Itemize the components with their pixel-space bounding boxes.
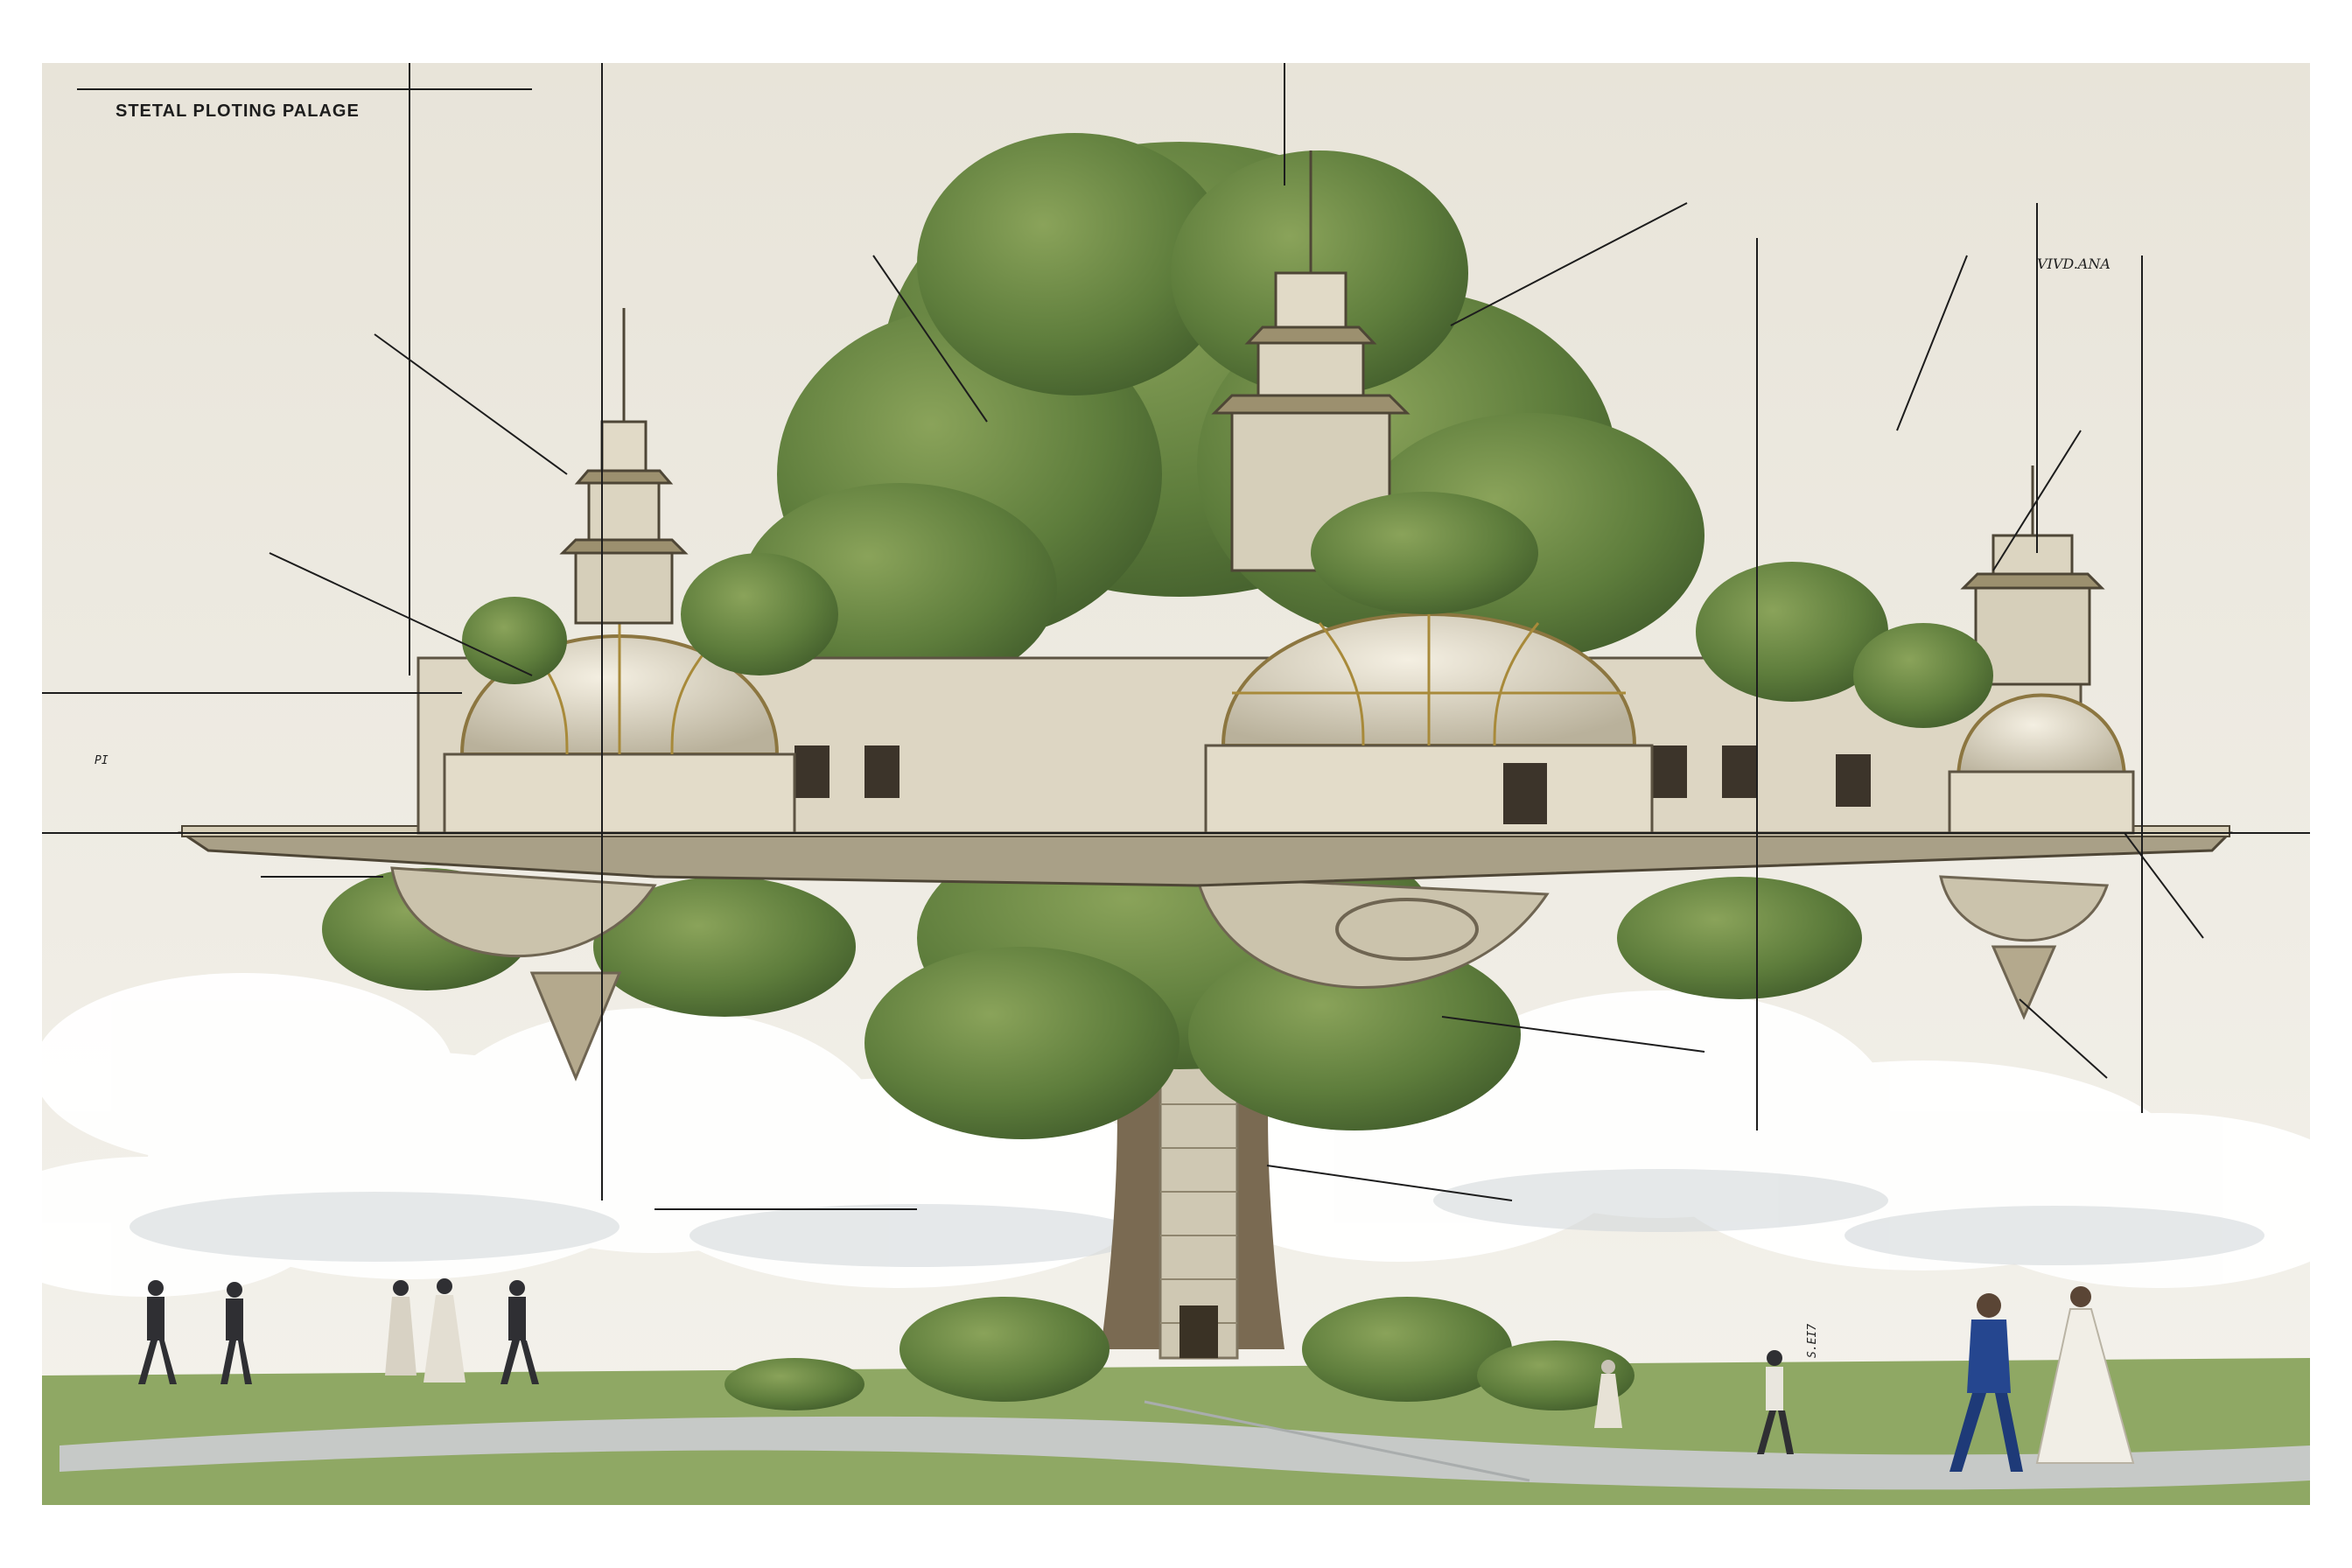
people-figures	[138, 1278, 2135, 1472]
person-8-blue-suit	[1950, 1293, 2023, 1472]
side-label-right: VIVD.ANA	[2037, 256, 2110, 272]
left-pagoda-tower	[559, 308, 689, 625]
rooftop-trees	[462, 492, 1993, 728]
illustration-sheet: STETAL PLOTING PALAGE PI VIVD.ANA S.EI7	[42, 63, 2310, 1505]
floating-palace-illustration	[42, 63, 2310, 1505]
side-label-left: PI	[94, 754, 108, 767]
ground-shrubs	[724, 1297, 1634, 1410]
right-pagoda-tower	[1960, 466, 2105, 686]
person-5	[500, 1280, 539, 1384]
platform-underside	[390, 866, 2110, 1082]
right-dome	[1948, 693, 2135, 835]
vertical-tag: S.EI7	[1806, 1323, 1819, 1358]
person-3	[385, 1280, 416, 1376]
column-doorway	[1180, 1306, 1218, 1358]
person-1	[138, 1280, 177, 1384]
person-9-white-gown	[2035, 1286, 2135, 1464]
person-7	[1757, 1350, 1794, 1454]
person-6	[1594, 1360, 1622, 1428]
central-dome	[1204, 588, 1654, 835]
central-pagoda-tower	[1211, 150, 1410, 572]
person-4	[424, 1278, 466, 1382]
annotation-leader-lines	[42, 63, 2310, 1210]
ground-path	[60, 1416, 2310, 1490]
sheet-title: STETAL PLOTING PALAGE	[116, 102, 360, 121]
person-2	[220, 1282, 252, 1384]
cloud-shading	[130, 1169, 2264, 1267]
